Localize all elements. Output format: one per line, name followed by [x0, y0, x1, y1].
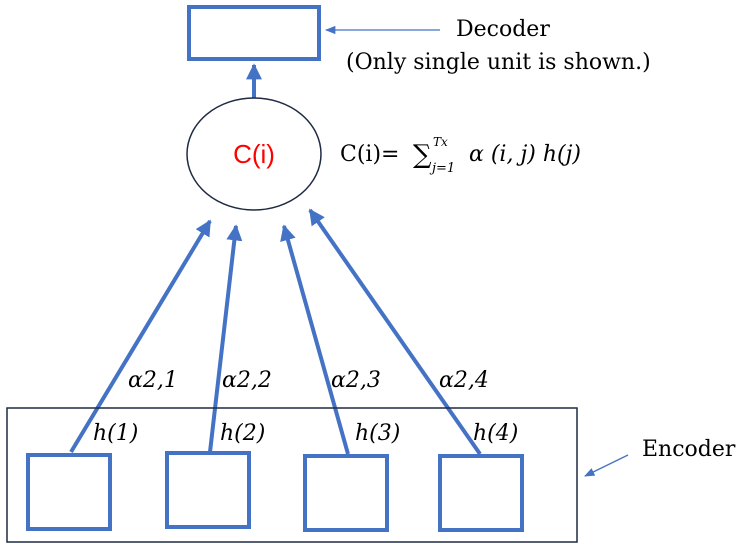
hidden-state-label-3: h(3) [355, 421, 400, 446]
encoder-label: Encoder [642, 437, 736, 462]
formula-sum-symbol: ∑ [413, 140, 432, 170]
encoder-container [6, 407, 578, 543]
formula-lhs: C(i)= [340, 142, 399, 167]
hidden-state-label-2: h(2) [220, 421, 265, 446]
alpha-label-2: α2,2 [222, 368, 272, 393]
decoder-note: (Only single unit is shown.) [346, 50, 651, 75]
attention-arrow-3 [280, 224, 350, 455]
formula-body: α (i, j) h(j) [469, 142, 581, 167]
context-node-label: C(i) [233, 139, 275, 169]
alpha-label-3: α2,3 [331, 368, 381, 393]
context-formula: C(i)= ∑ Tx j=1 α (i, j) h(j) [340, 131, 581, 176]
decoder-label: Decoder [456, 17, 550, 42]
formula-superscript: Tx [433, 135, 448, 149]
alpha-label-1: α2,1 [128, 368, 178, 393]
encoder-unit-3 [303, 454, 389, 532]
attention-arrow-4 [308, 208, 482, 456]
encoder-pointer-arrow [584, 454, 629, 477]
alpha-label-4: α2,4 [439, 368, 489, 393]
encoder-unit-2 [165, 451, 251, 529]
formula-subscript: j=1 [429, 161, 455, 176]
decoder-unit-box [187, 5, 321, 61]
hidden-state-label-1: h(1) [93, 421, 138, 446]
encoder-unit-4 [438, 454, 524, 532]
context-node [186, 97, 322, 211]
encoder-unit-1 [26, 453, 112, 531]
attention-arrow-2 [208, 224, 243, 453]
attention-arrow-1 [69, 219, 212, 454]
hidden-state-label-4: h(4) [473, 421, 518, 446]
